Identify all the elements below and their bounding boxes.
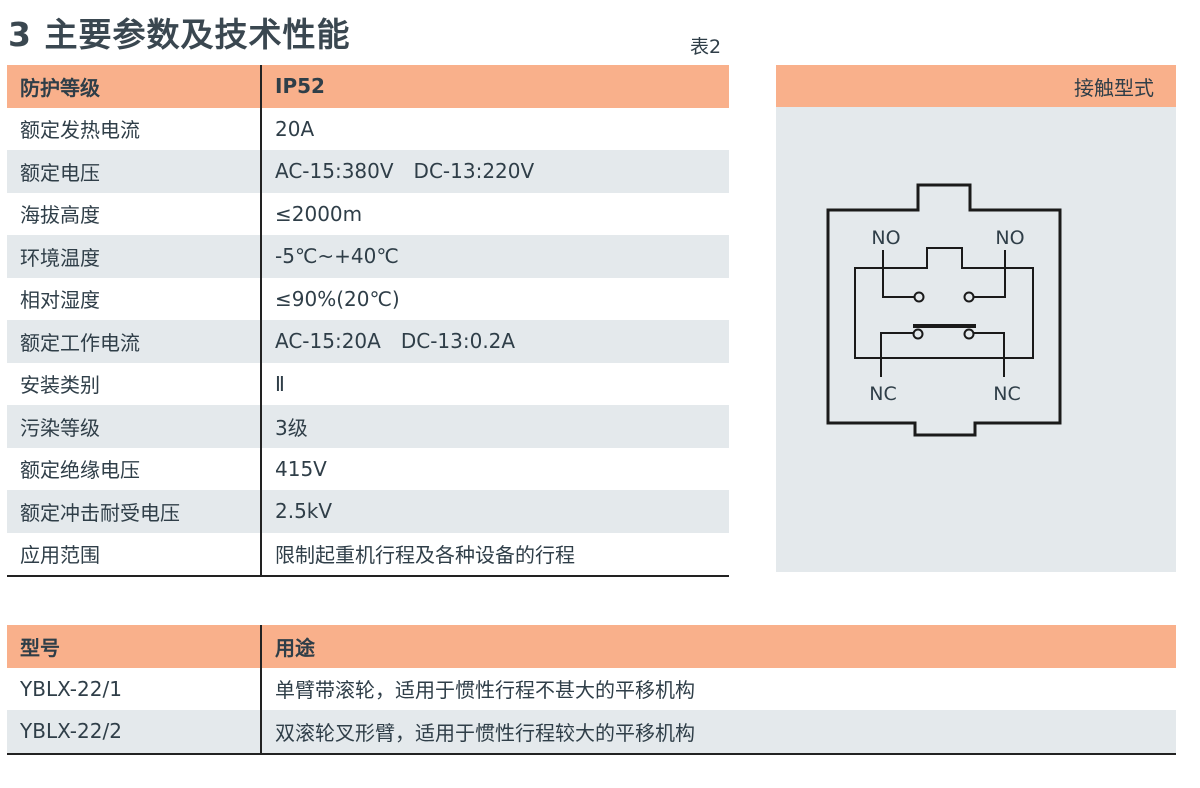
contact-nc-left — [912, 328, 924, 340]
row-value: AC-15:380V DC-13:220V — [275, 159, 535, 184]
switch-housing — [826, 183, 1062, 437]
row-label: 污染等级 — [7, 405, 262, 448]
section-title: 3 主要参数及技术性能 — [8, 15, 351, 54]
nc-wire-right — [974, 332, 1005, 377]
table-row: 环境温度 -5℃~+40℃ — [7, 235, 729, 278]
contact-bridge — [913, 324, 976, 328]
header-cell: IP52 — [275, 74, 325, 99]
row-label: 额定工作电流 — [7, 320, 262, 363]
row-value: 20A — [275, 116, 315, 141]
row-value: 3级 — [275, 415, 308, 440]
row-label: 相对湿度 — [7, 277, 262, 320]
no-wire-right — [974, 250, 1006, 298]
header-cell: 防护等级 — [7, 65, 262, 108]
row-value: 双滚轮叉形臂，适用于惯性行程较大的平移机构 — [275, 720, 695, 745]
row-value: ≤2000m — [275, 201, 363, 226]
contact-no-right — [963, 291, 975, 303]
row-label: 额定冲击耐受电压 — [7, 490, 262, 533]
table-row: 应用范围限制起重机行程及各种设备的行程 — [7, 532, 729, 575]
row-label: YBLX-22/2 — [7, 710, 262, 753]
table-row: 污染等级 3级 — [7, 405, 729, 448]
row-value: -5℃~+40℃ — [275, 244, 399, 269]
table-row: 相对湿度 ≤90%(20℃) — [7, 277, 729, 320]
row-value: 415V — [275, 456, 327, 481]
label-no-left: NO — [871, 227, 900, 249]
row-label: 环境温度 — [7, 235, 262, 278]
row-label: 额定发热电流 — [7, 107, 262, 150]
row-value: 单臂带滚轮，适用于惯性行程不甚大的平移机构 — [275, 678, 695, 703]
row-label: 额定电压 — [7, 150, 262, 193]
table-label: 表2 — [690, 36, 722, 58]
header-cell: 用途 — [275, 635, 315, 660]
table-row: 额定电压 AC-15:380V DC-13:220V — [7, 150, 729, 193]
row-label: 应用范围 — [7, 532, 262, 575]
plunger-frame — [854, 247, 1034, 359]
table-row: 安装类别 Ⅱ — [7, 362, 729, 405]
table-row: 额定工作电流 AC-15:20A DC-13:0.2A — [7, 320, 729, 363]
models-header-row: 型号 用途 — [7, 625, 1176, 668]
table-row: 额定冲击耐受电压 2.5kV — [7, 490, 729, 533]
row-label: 额定绝缘电压 — [7, 447, 262, 490]
row-value: 2.5kV — [275, 499, 333, 524]
label-nc-right: NC — [993, 383, 1020, 405]
specs-header-row: 防护等级 IP52 — [7, 65, 729, 108]
specs-table: 防护等级 IP52 额定发热电流 20A 额定电压 AC-15:380V DC-13:… — [7, 65, 729, 577]
contact-panel: 接触型式 — [776, 65, 1176, 572]
table-row: 海拔高度 ≤2000m — [7, 192, 729, 235]
nc-wire-left — [880, 332, 914, 377]
row-value: ≤90%(20℃) — [275, 286, 400, 311]
contact-nc-right — [963, 328, 975, 340]
label-nc-left: NC — [869, 383, 896, 405]
row-value: AC-15:20A DC-13:0.2A — [275, 329, 516, 354]
header-cell: 型号 — [7, 625, 262, 668]
row-label: YBLX-22/1 — [7, 667, 262, 710]
row-value: 限制起重机行程及各种设备的行程 — [275, 543, 575, 568]
table-row: 额定绝缘电压 415V — [7, 447, 729, 490]
row-value: Ⅱ — [275, 371, 285, 396]
contact-no-left — [913, 291, 925, 303]
table-row: YBLX-22/1 单臂带滚轮，适用于惯性行程不甚大的平移机构 — [7, 667, 1176, 710]
row-label: 海拔高度 — [7, 192, 262, 235]
contact-header: 接触型式 — [776, 65, 1176, 107]
label-no-right: NO — [995, 227, 1024, 249]
no-wire-left — [882, 250, 914, 298]
row-label: 安装类别 — [7, 362, 262, 405]
table-row: YBLX-22/2 双滚轮叉形臂，适用于惯性行程较大的平移机构 — [7, 710, 1176, 753]
table-row: 额定发热电流 20A — [7, 107, 729, 150]
